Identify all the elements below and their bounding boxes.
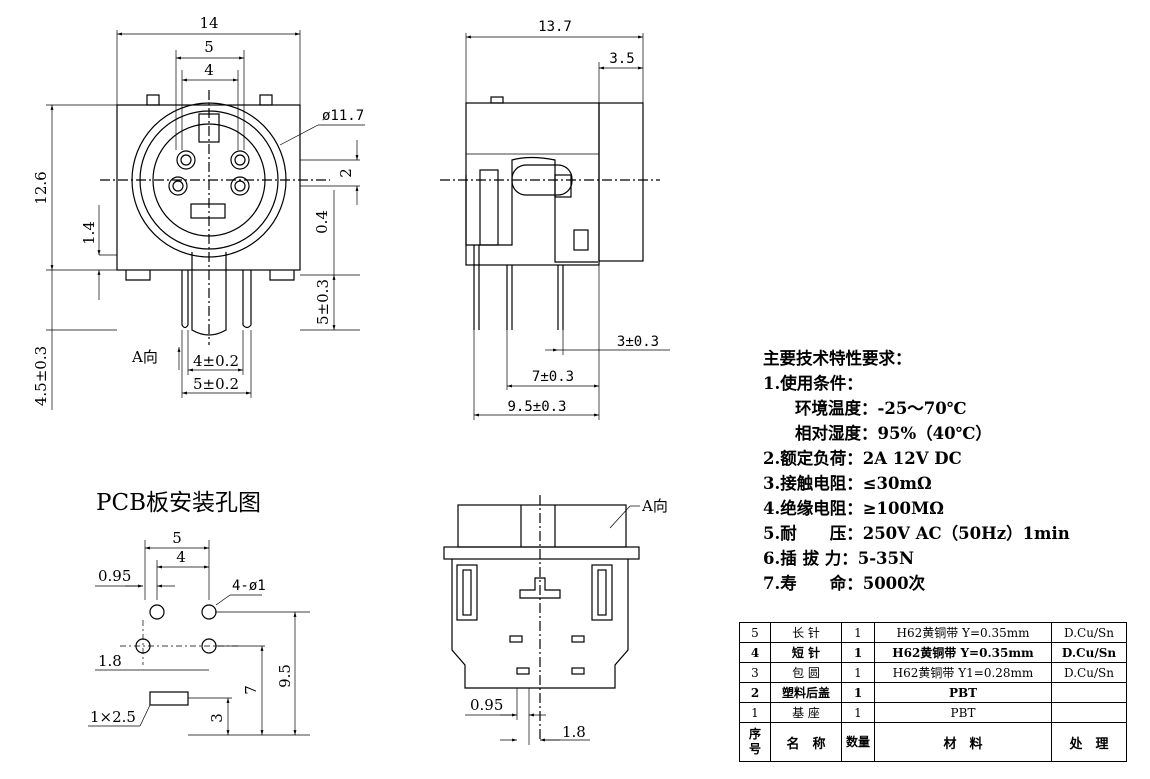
dim-width: 14 [199, 14, 218, 32]
dim-offset-04: 0.4 [313, 210, 331, 234]
dim-diameter: ø11.7 [322, 108, 364, 124]
pcb-dim-holes: 4-ø1 [232, 578, 266, 594]
bom-cell: 3 [739, 662, 771, 683]
spec-line-1a: 环境温度：-25～70℃ [795, 399, 967, 418]
bom-header-cell: 名 称 [770, 722, 842, 762]
bom-cell: PBT [874, 702, 1052, 723]
pcb-dim-95: 9.5 [276, 664, 294, 688]
spec-line-1b: 相对湿度：95%（40℃） [795, 424, 992, 443]
pcb-dim-slot: 1×2.5 [90, 708, 136, 726]
bom-header-cell: 序号 [739, 722, 771, 762]
pcb-dim-4: 4 [176, 548, 186, 566]
pcb-dim-095: 0.95 [98, 567, 131, 585]
bom-cell: 1 [841, 702, 875, 723]
spec-line-6: 6.插 拔 力：5-35N [763, 549, 915, 568]
dim-pin-7: 7±0.3 [532, 369, 574, 385]
dim-pin-5: 5±0.2 [193, 375, 239, 393]
bottom-dim-18: 1.8 [562, 723, 586, 741]
spec-line-4: 4.绝缘电阻：≥100MΩ [763, 499, 944, 518]
pcb-dim-3: 3 [208, 713, 226, 723]
dim-pin-95: 9.5±0.3 [507, 399, 566, 415]
front-view [46, 30, 365, 410]
bom-table: 5 长 针 1 H62黄铜带 Y=0.35mm D.Cu/Sn 4 短 针 1 … [739, 622, 1127, 762]
bom-cell: 短 针 [770, 642, 842, 663]
bom-cell: 包 圆 [770, 662, 842, 683]
bom-cell: 1 [841, 622, 875, 643]
bom-cell [1051, 702, 1127, 723]
dim-front: 3.5 [609, 51, 634, 67]
bom-cell: H62黄铜带 Y=0.35mm [874, 642, 1052, 663]
bom-cell: 1 [739, 702, 771, 723]
spec-block: 主要技术特性要求： 1.使用条件： 环境温度：-25～70℃ 相对湿度：95%（… [763, 346, 1070, 596]
bom-cell: D.Cu/Sn [1051, 642, 1127, 663]
bom-header-cell: 处 理 [1051, 722, 1127, 762]
bom-cell: 2 [739, 682, 771, 703]
dim-pin-3: 3±0.3 [617, 334, 659, 350]
dim-offset-14: 1.4 [80, 221, 98, 245]
dim-offset-2: 2 [337, 168, 355, 178]
bottom-dim-095: 0.95 [470, 696, 503, 714]
spec-line-7: 7.寿 命：5000次 [763, 574, 926, 593]
pcb-dim-7: 7 [242, 685, 260, 695]
dim-pin-inner: 4 [204, 61, 214, 79]
pcb-hole-view [88, 540, 310, 736]
bom-cell: 塑料后盖 [770, 682, 842, 703]
pcb-title: PCB板安装孔图 [96, 490, 261, 516]
spec-line-1: 1.使用条件： [763, 374, 863, 393]
bom-row: 3 包 圆 1 H62黄铜带 Y1=0.28mm D.Cu/Sn [739, 662, 1127, 683]
view-a-label-bottom: A向 [641, 497, 668, 515]
side-view [440, 33, 670, 420]
bom-header-row: 序号 名 称 数量 材 料 处 理 [739, 722, 1127, 762]
bom-cell: 1 [841, 642, 875, 663]
spec-line-3: 3.接触电阻：≤30mΩ [763, 474, 932, 493]
dim-pin-4: 4±0.2 [193, 352, 239, 370]
bom-cell: H62黄铜带 Y1=0.28mm [874, 662, 1052, 683]
bom-cell: 5 [739, 622, 771, 643]
bom-cell: PBT [874, 682, 1052, 703]
bom-row: 5 长 针 1 H62黄铜带 Y=0.35mm D.Cu/Sn [739, 622, 1127, 643]
dim-leg-below: 4.5±0.3 [32, 346, 50, 406]
view-a-label-front: A向 [131, 348, 158, 366]
spec-title: 主要技术特性要求： [763, 349, 912, 368]
bom-cell [1051, 682, 1127, 703]
bom-cell: D.Cu/Sn [1051, 622, 1127, 643]
pcb-dim-18: 1.8 [98, 652, 122, 670]
bom-cell: 4 [739, 642, 771, 663]
spec-line-5: 5.耐 压：250V AC（50Hz）1min [763, 524, 1070, 543]
bom-row: 1 基 座 1 PBT [739, 702, 1127, 723]
dim-depth: 13.7 [538, 19, 572, 35]
dim-leg-len: 5±0.3 [314, 279, 332, 325]
bom-cell: 1 [841, 682, 875, 703]
dim-pin-outer: 5 [204, 38, 214, 56]
bom-row: 4 短 针 1 H62黄铜带 Y=0.35mm D.Cu/Sn [739, 642, 1127, 663]
bottom-view [443, 495, 640, 745]
dim-height: 12.6 [32, 171, 50, 204]
spec-line-2: 2.额定负荷：2A 12V DC [763, 449, 962, 468]
pcb-dim-5: 5 [172, 529, 182, 547]
bom-cell: 长 针 [770, 622, 842, 643]
bom-cell: 基 座 [770, 702, 842, 723]
bom-cell: H62黄铜带 Y=0.35mm [874, 622, 1052, 643]
bom-header-cell: 数量 [841, 722, 875, 762]
bom-row: 2 塑料后盖 1 PBT [739, 682, 1127, 703]
bom-cell: D.Cu/Sn [1051, 662, 1127, 683]
bom-cell: 1 [841, 662, 875, 683]
bom-header-cell: 材 料 [874, 722, 1052, 762]
